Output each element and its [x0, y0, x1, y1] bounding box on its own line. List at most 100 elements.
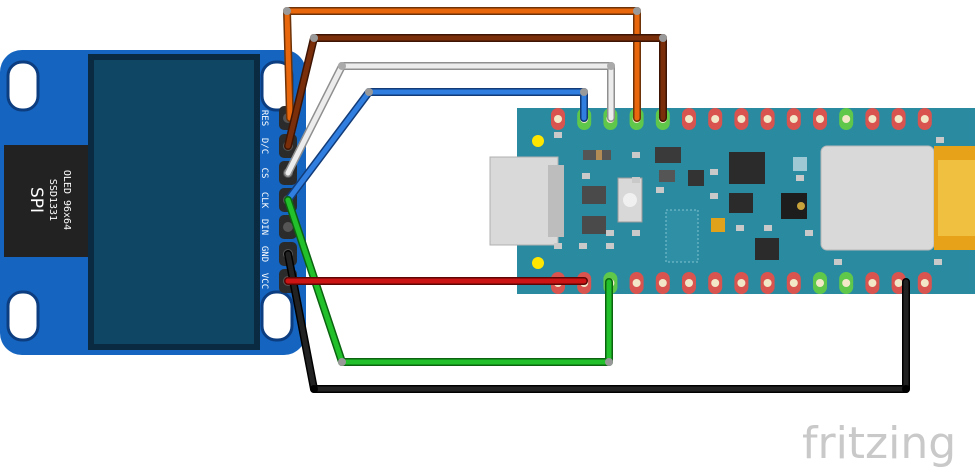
header-pin-hole	[789, 115, 798, 123]
mic-port	[797, 202, 805, 210]
smd-component	[711, 218, 725, 232]
wire-bendpoint	[338, 358, 346, 366]
header-pin-hole	[763, 115, 772, 123]
smd-component	[688, 170, 704, 186]
header-pin-hole	[816, 279, 824, 287]
header-pin-hole	[920, 115, 929, 123]
smd-passive	[554, 243, 562, 249]
header-pin-hole	[685, 115, 693, 123]
smd-passive	[834, 259, 842, 265]
oled-pin-label: GND	[259, 246, 269, 262]
header-pin-hole	[816, 115, 824, 123]
wire-bendpoint	[310, 385, 318, 393]
smd-component	[659, 170, 675, 182]
smd-passive	[736, 225, 744, 231]
smd-component	[596, 150, 602, 160]
smd-passive	[632, 230, 640, 236]
usb-connector-body	[548, 165, 564, 237]
smd-passive	[656, 187, 664, 193]
smd-passive	[632, 177, 640, 183]
wire-bendpoint	[283, 7, 291, 15]
smd-passive	[606, 230, 614, 236]
oled-model-label: OLED 96x64	[61, 170, 72, 230]
mount-hole	[6, 290, 40, 342]
header-pin-hole	[842, 279, 851, 287]
smd-component	[582, 216, 606, 234]
wire-bendpoint	[580, 88, 588, 96]
header-pin-hole	[737, 279, 746, 287]
wire-bendpoint	[605, 358, 613, 366]
ic-chip	[755, 238, 779, 260]
header-pin-hole	[685, 279, 693, 287]
oled-pin-hole	[283, 222, 293, 232]
header-pin-hole	[920, 279, 929, 287]
smd-passive	[710, 193, 718, 199]
smd-passive	[764, 225, 772, 231]
oled-module: OLED 96x64 SSD1331 SPI RES D/C CS CLK DIN GND…	[0, 50, 306, 355]
oled-pin-label: D/C	[259, 138, 269, 154]
bottom-header-pins	[551, 272, 932, 294]
smd-component	[582, 186, 606, 204]
ic-chip	[729, 152, 765, 184]
wire-bendpoint	[365, 88, 373, 96]
header-pin-hole	[737, 115, 746, 123]
wire-bendpoint	[659, 34, 667, 42]
wire-clk-blue	[285, 89, 587, 203]
microcontroller-chip	[665, 209, 699, 263]
oled-pin-label: DIN	[259, 219, 269, 235]
oled-chip-label: SSD1331	[47, 179, 58, 221]
reset-button-cap	[623, 193, 637, 207]
header-pin-hole	[842, 115, 851, 123]
smd-passive	[934, 259, 942, 265]
oled-bus-label: SPI	[26, 187, 46, 213]
oled-screen	[94, 60, 254, 344]
led-builtin	[532, 257, 544, 269]
smd-passive	[579, 243, 587, 249]
oled-pin-label: CLK	[259, 192, 269, 209]
oled-pin-label: CS	[259, 168, 269, 179]
header-pin-hole	[868, 115, 877, 123]
wire-bendpoint	[338, 62, 346, 70]
header-pin-hole	[711, 115, 720, 123]
wifi-module	[820, 145, 935, 251]
header-pin-hole	[763, 279, 772, 287]
led-power	[532, 135, 544, 147]
wire-bendpoints	[283, 7, 910, 393]
mount-hole	[6, 60, 40, 112]
header-pin-hole	[789, 279, 798, 287]
smd-passive	[805, 230, 813, 236]
smd-component	[655, 147, 681, 163]
oled-pin-label: RES	[259, 110, 269, 126]
header-pin-hole	[894, 115, 903, 123]
header-pin-hole	[868, 279, 877, 287]
wire-gnd-black	[285, 251, 909, 392]
wire-dc-brown	[285, 35, 666, 149]
ribbon-label-area	[4, 145, 88, 257]
smd-passive	[796, 175, 804, 181]
wire-res-orange	[284, 8, 640, 121]
mount-hole	[260, 290, 294, 342]
ic-chip	[729, 193, 753, 213]
smd-passive	[554, 132, 562, 138]
header-pin-hole	[894, 279, 903, 287]
smd-passive	[606, 243, 614, 249]
wire-bendpoint	[633, 7, 641, 15]
wire-bendpoint	[310, 34, 318, 42]
antenna-inner	[938, 160, 975, 236]
header-pin-hole	[632, 279, 641, 287]
smd-passive	[582, 173, 590, 179]
arduino-nano-board	[489, 108, 975, 294]
smd-passives	[554, 132, 944, 265]
smd-component	[793, 157, 807, 171]
smd-passive	[936, 137, 944, 143]
smd-passive	[632, 152, 640, 158]
smd-passive	[710, 169, 718, 175]
oled-pin-label: VCC	[259, 273, 269, 289]
usb-connector	[489, 156, 559, 246]
header-pin-hole	[711, 279, 720, 287]
wire-cs-white	[285, 63, 614, 176]
wire-bendpoint	[607, 62, 615, 70]
header-pin-hole	[554, 115, 562, 123]
